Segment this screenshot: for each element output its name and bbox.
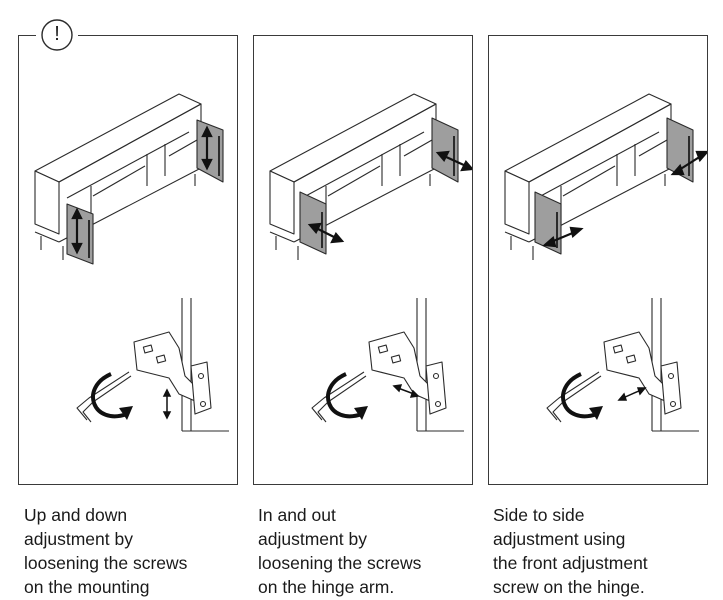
cabinet-hinge-illustration-in-out: [269, 93, 472, 432]
exclamation-circle-icon: [41, 19, 73, 51]
caption-in-out: In and out adjustment by loosening the s…: [258, 505, 422, 597]
cabinet-hinge-illustration-up-down: [34, 93, 229, 432]
notice-symbol: !: [54, 23, 60, 45]
notice-icon: !: [36, 16, 78, 54]
instruction-panel-in-out: [253, 35, 473, 485]
instruction-panel-side-to-side: [488, 35, 708, 485]
instruction-panel-up-down: [18, 35, 238, 485]
caption-up-down: Up and down adjustment by loosening the …: [24, 505, 188, 597]
cabinet-hinge-illustration-side-to-side: [504, 93, 707, 432]
caption-side-to-side: Side to side adjustment using the front …: [493, 505, 648, 597]
